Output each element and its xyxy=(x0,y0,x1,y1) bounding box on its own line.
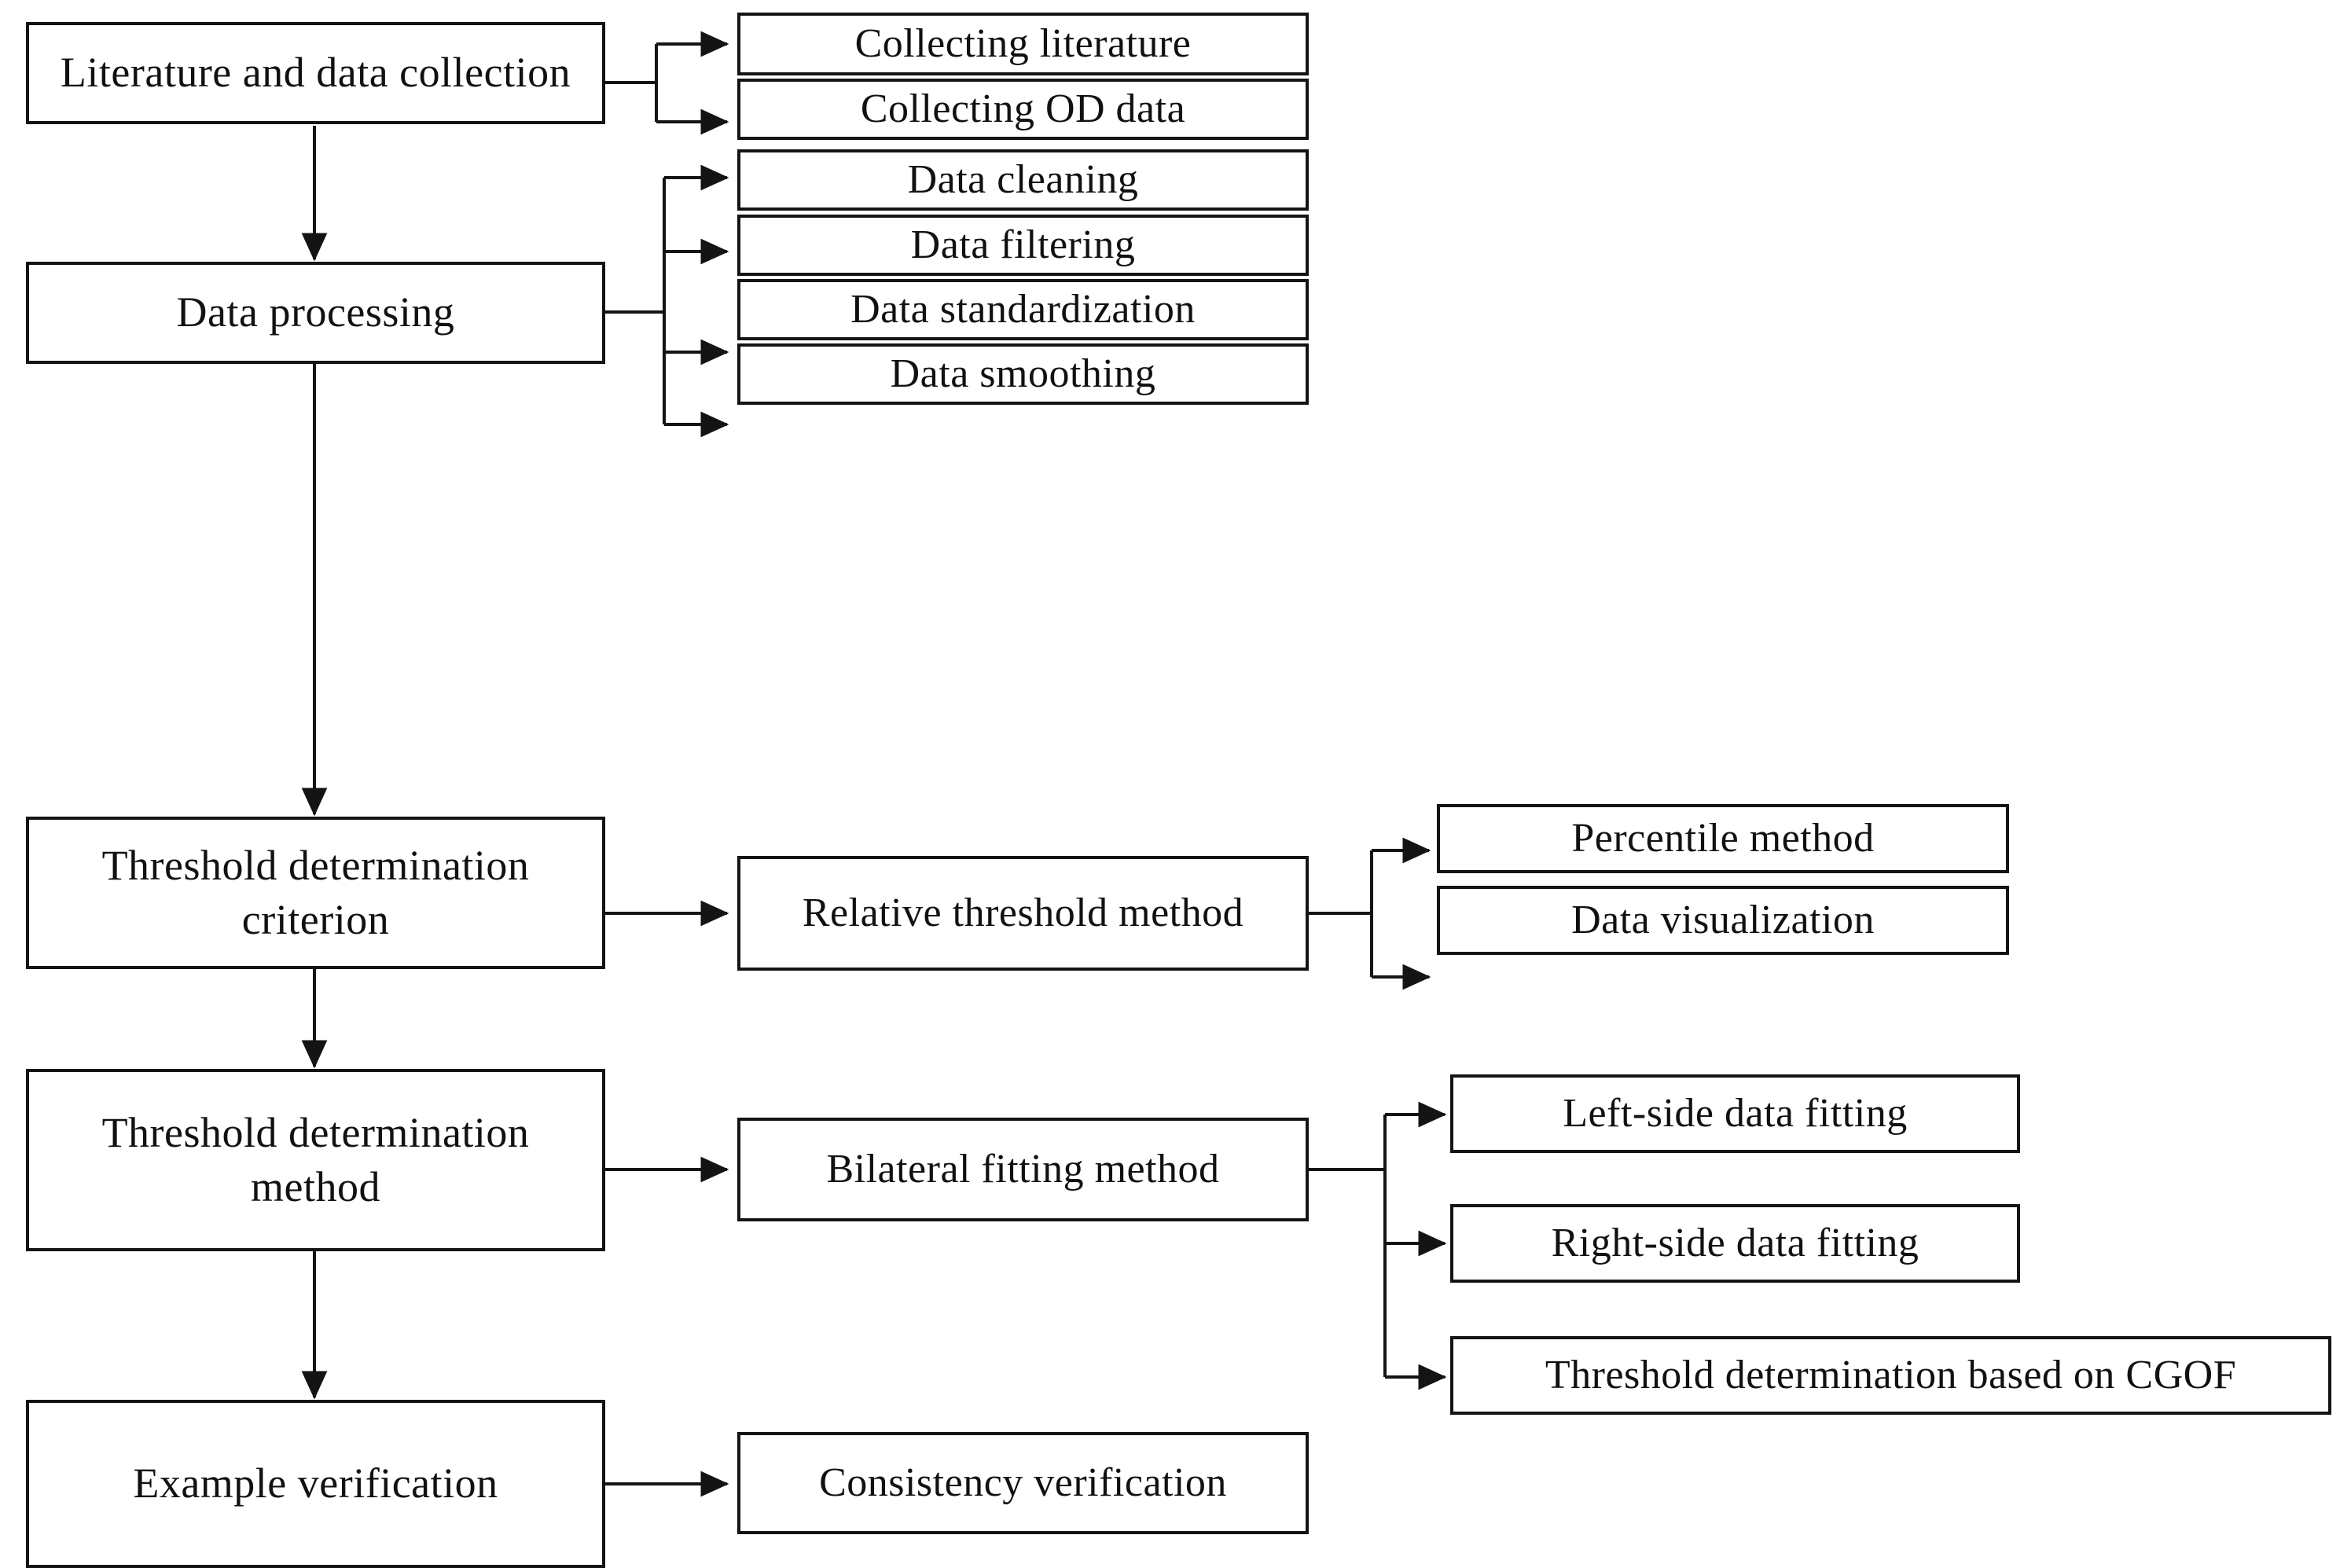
node-threshold-determination-criterion[interactable]: Threshold determination criterion xyxy=(26,817,605,969)
node-label: Bilateral fitting method xyxy=(826,1146,1220,1192)
node-data-cleaning[interactable]: Data cleaning xyxy=(737,149,1309,211)
node-collecting-literature[interactable]: Collecting literature xyxy=(737,13,1309,75)
node-data-standardization[interactable]: Data standardization xyxy=(737,279,1309,340)
node-label: Literature and data collection xyxy=(60,49,571,97)
node-label: Relative threshold method xyxy=(802,890,1244,935)
node-literature-and-data-collection[interactable]: Literature and data collection xyxy=(26,22,605,124)
node-threshold-determination-cgof[interactable]: Threshold determination based on CGOF xyxy=(1450,1336,2331,1415)
node-label: Data filtering xyxy=(910,222,1136,267)
node-label: Left-side data fitting xyxy=(1563,1090,1908,1136)
node-percentile-method[interactable]: Percentile method xyxy=(1437,804,2009,873)
node-bilateral-fitting-method[interactable]: Bilateral fitting method xyxy=(737,1118,1309,1221)
node-data-smoothing[interactable]: Data smoothing xyxy=(737,343,1309,405)
node-label: Example verification xyxy=(133,1460,498,1507)
node-label: Percentile method xyxy=(1571,815,1875,861)
node-label: Data visualization xyxy=(1571,897,1875,942)
node-left-side-data-fitting[interactable]: Left-side data fitting xyxy=(1450,1074,2020,1153)
node-label: Threshold determination method xyxy=(101,1108,530,1210)
node-example-verification[interactable]: Example verification xyxy=(26,1400,605,1568)
node-relative-threshold-method[interactable]: Relative threshold method xyxy=(737,856,1309,971)
node-data-filtering[interactable]: Data filtering xyxy=(737,215,1309,276)
node-label: Collecting literature xyxy=(854,20,1192,66)
node-collecting-od-data[interactable]: Collecting OD data xyxy=(737,79,1309,140)
node-right-side-data-fitting[interactable]: Right-side data fitting xyxy=(1450,1204,2020,1283)
node-label: Data processing xyxy=(176,288,455,336)
node-label: Data cleaning xyxy=(907,156,1139,202)
node-label: Data standardization xyxy=(850,286,1196,332)
node-label: Threshold determination criterion xyxy=(101,841,530,943)
node-data-visualization[interactable]: Data visualization xyxy=(1437,886,2009,955)
node-label: Consistency verification xyxy=(819,1460,1227,1505)
node-threshold-determination-method[interactable]: Threshold determination method xyxy=(26,1069,605,1251)
node-label: Right-side data fitting xyxy=(1551,1220,1919,1265)
node-label: Threshold determination based on CGOF xyxy=(1545,1352,2237,1397)
node-consistency-verification[interactable]: Consistency verification xyxy=(737,1432,1309,1534)
node-data-processing[interactable]: Data processing xyxy=(26,262,605,364)
node-label: Data smoothing xyxy=(890,351,1156,396)
node-label: Collecting OD data xyxy=(860,86,1186,131)
